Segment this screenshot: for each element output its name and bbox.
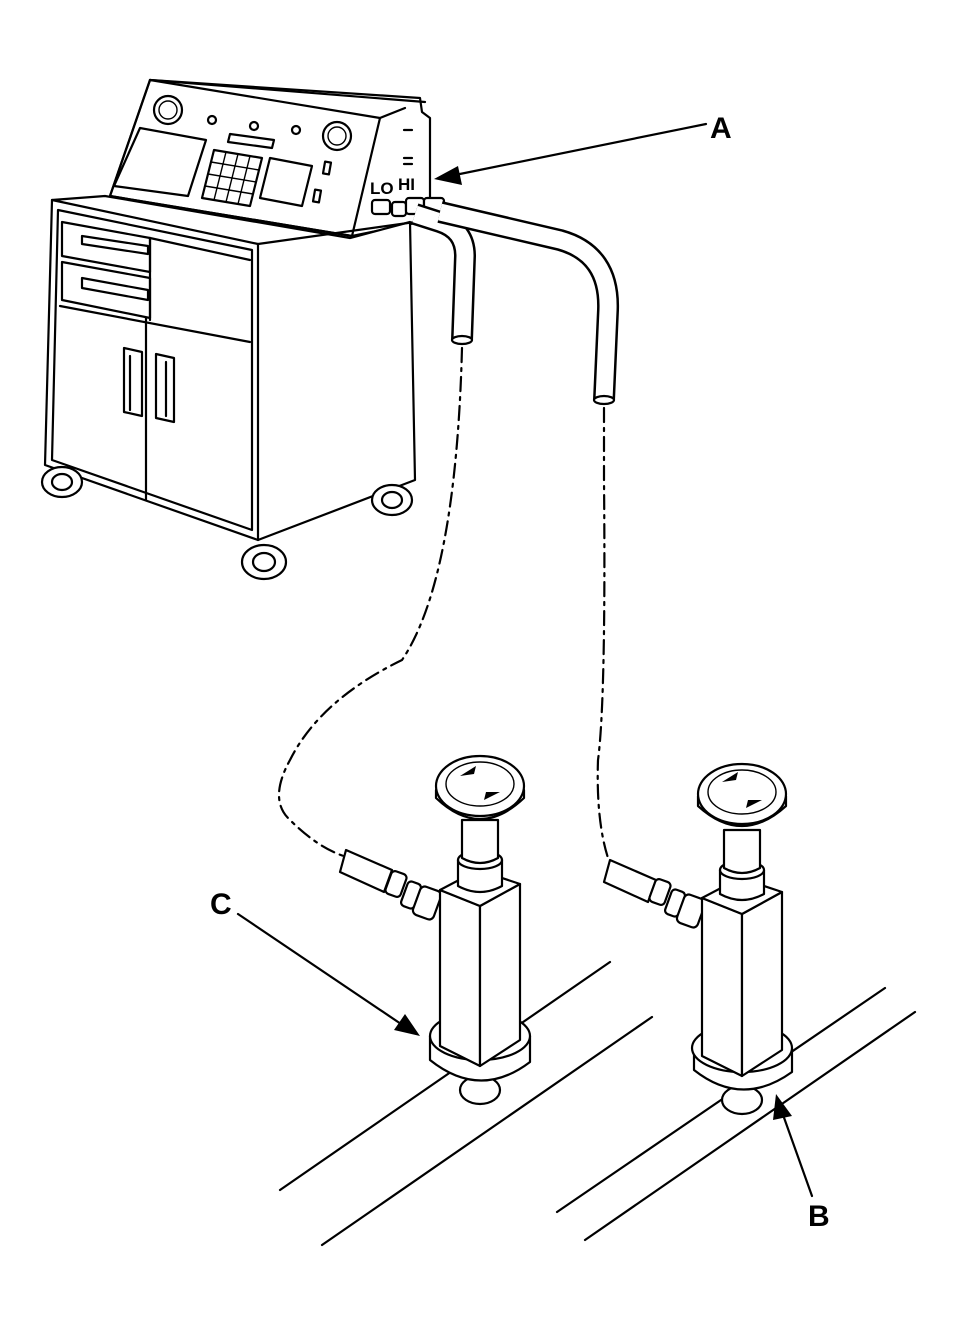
valve-cap-icon	[696, 762, 788, 826]
hose-lo-extension	[278, 346, 464, 860]
callout-label-a: A	[710, 112, 732, 145]
callout-b: B	[773, 1094, 830, 1233]
port-hi-label: HI	[398, 175, 415, 194]
valve-cap-icon	[434, 754, 526, 818]
door-handle-right	[154, 352, 176, 424]
readout-slot	[226, 132, 276, 150]
display-screen	[112, 126, 208, 198]
caster-wheels	[40, 465, 414, 581]
hose-hi-extension	[596, 406, 610, 860]
service-hose-hi	[437, 201, 620, 860]
keypad-icon	[200, 148, 264, 208]
knob-icon	[248, 120, 260, 132]
callout-label-b: B	[808, 1200, 830, 1233]
door-handle-left	[122, 346, 144, 418]
callout-c: C	[210, 888, 420, 1036]
port-lo-label: LO	[370, 179, 394, 198]
callout-label-c: C	[210, 888, 232, 921]
callout-a: A	[434, 112, 732, 185]
service-valve-b	[602, 762, 794, 1116]
pressure-gauge-icon	[152, 94, 184, 126]
knob-icon	[206, 114, 218, 126]
service-valve-c	[338, 754, 532, 1106]
display-screen-2	[258, 156, 314, 208]
panel-hose-fittings	[370, 196, 446, 218]
pressure-gauge-icon	[321, 120, 353, 152]
cabinet-body	[43, 194, 417, 542]
knob-icon	[290, 124, 302, 136]
charging-station-cart: LO HI	[40, 78, 446, 581]
control-panel	[108, 78, 432, 238]
